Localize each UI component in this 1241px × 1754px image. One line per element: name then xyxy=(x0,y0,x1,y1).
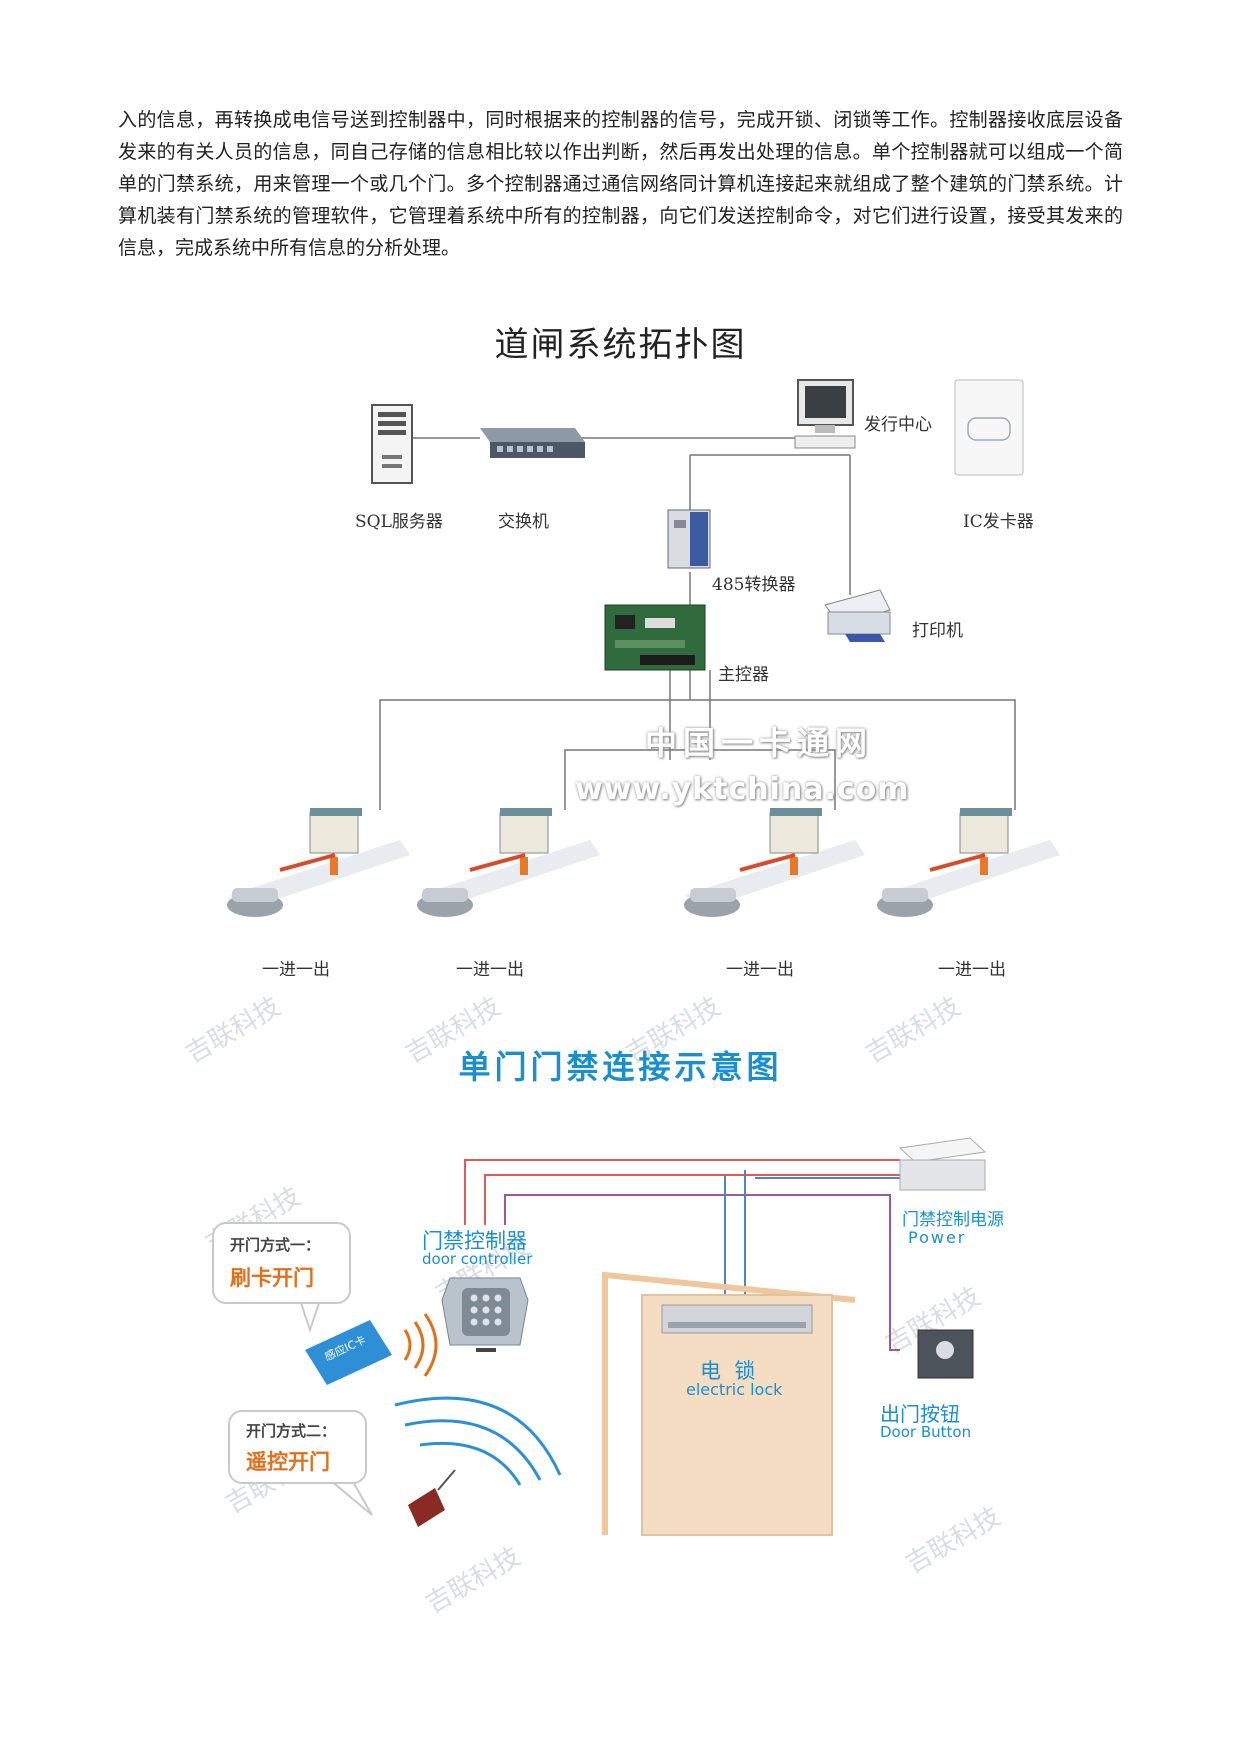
converter-label: 485转换器 xyxy=(712,575,796,595)
card-signal-icon xyxy=(403,1313,438,1377)
ic-card-icon xyxy=(305,1320,392,1385)
door-controller-label-en: door controller xyxy=(422,1250,533,1268)
computer-icon xyxy=(794,379,856,449)
body-paragraph: 入的信息，再转换成电信号送到控制器中，同时根据来的控制器的信号，完成开锁、闭锁等… xyxy=(118,109,1123,259)
issue-center-label: 发行中心 xyxy=(864,415,932,435)
gate-lane-2 xyxy=(417,808,600,917)
ic-card-issuer-icon xyxy=(954,379,1024,476)
method1-big: 刷卡开门 xyxy=(230,1266,314,1290)
watermark-url: www.yktchina.com xyxy=(575,772,910,807)
power-label-en: Power xyxy=(908,1228,967,1247)
lane-label: 一进一出 xyxy=(938,960,1006,980)
main-controller-board-icon xyxy=(604,604,706,671)
lane-label: 一进一出 xyxy=(262,960,330,980)
door-icon xyxy=(602,1271,856,1536)
sql-server-label: SQL服务器 xyxy=(355,512,443,532)
gate-lane-4 xyxy=(877,808,1060,917)
ic-issuer-label: IC发卡器 xyxy=(963,512,1034,532)
sql-server-icon xyxy=(371,404,413,484)
gate-lane-3 xyxy=(684,808,865,917)
switch-icon xyxy=(480,428,585,458)
switch-label: 交换机 xyxy=(498,512,549,532)
remote-control-icon xyxy=(408,1469,456,1527)
main-controller-label: 主控器 xyxy=(718,665,769,685)
lane-label: 一进一出 xyxy=(456,960,524,980)
exit-button-label-cn: 出门按钮 xyxy=(880,1402,960,1426)
remote-signal-icon xyxy=(394,1396,562,1486)
gate-lane-1 xyxy=(227,808,410,917)
power-label-cn: 门禁控制电源 xyxy=(902,1210,1004,1230)
topology-wires xyxy=(379,437,1016,810)
watermark-cn: 中国一卡通网 xyxy=(645,724,874,762)
lane-label: 一进一出 xyxy=(726,960,794,980)
door-wires xyxy=(464,1159,900,1351)
printer-icon xyxy=(824,589,891,642)
lock-label-en: electric lock xyxy=(686,1380,783,1399)
method1-small: 开门方式一： xyxy=(230,1236,321,1254)
method1-bubble: 开门方式一： 刷卡开门 xyxy=(212,1222,351,1304)
door-controller-label-cn: 门禁控制器 xyxy=(422,1229,527,1253)
electric-lock-icon xyxy=(661,1304,813,1334)
lock-label-cn: 电 锁 xyxy=(700,1359,756,1383)
exit-button-icon xyxy=(917,1329,974,1379)
exit-button-label-en: Door Button xyxy=(880,1423,972,1441)
topology-title: 道闸系统拓扑图 xyxy=(494,325,747,365)
printer-label: 打印机 xyxy=(912,621,963,641)
method2-big: 遥控开门 xyxy=(246,1450,330,1474)
door-diagram-title: 单门门禁连接示意图 xyxy=(458,1048,783,1086)
method2-small: 开门方式二： xyxy=(246,1422,337,1440)
door-controller-icon xyxy=(441,1277,529,1352)
power-supply-icon xyxy=(898,1137,987,1191)
method2-bubble: 开门方式二： 遥控开门 xyxy=(228,1410,367,1484)
converter-icon xyxy=(667,509,711,569)
